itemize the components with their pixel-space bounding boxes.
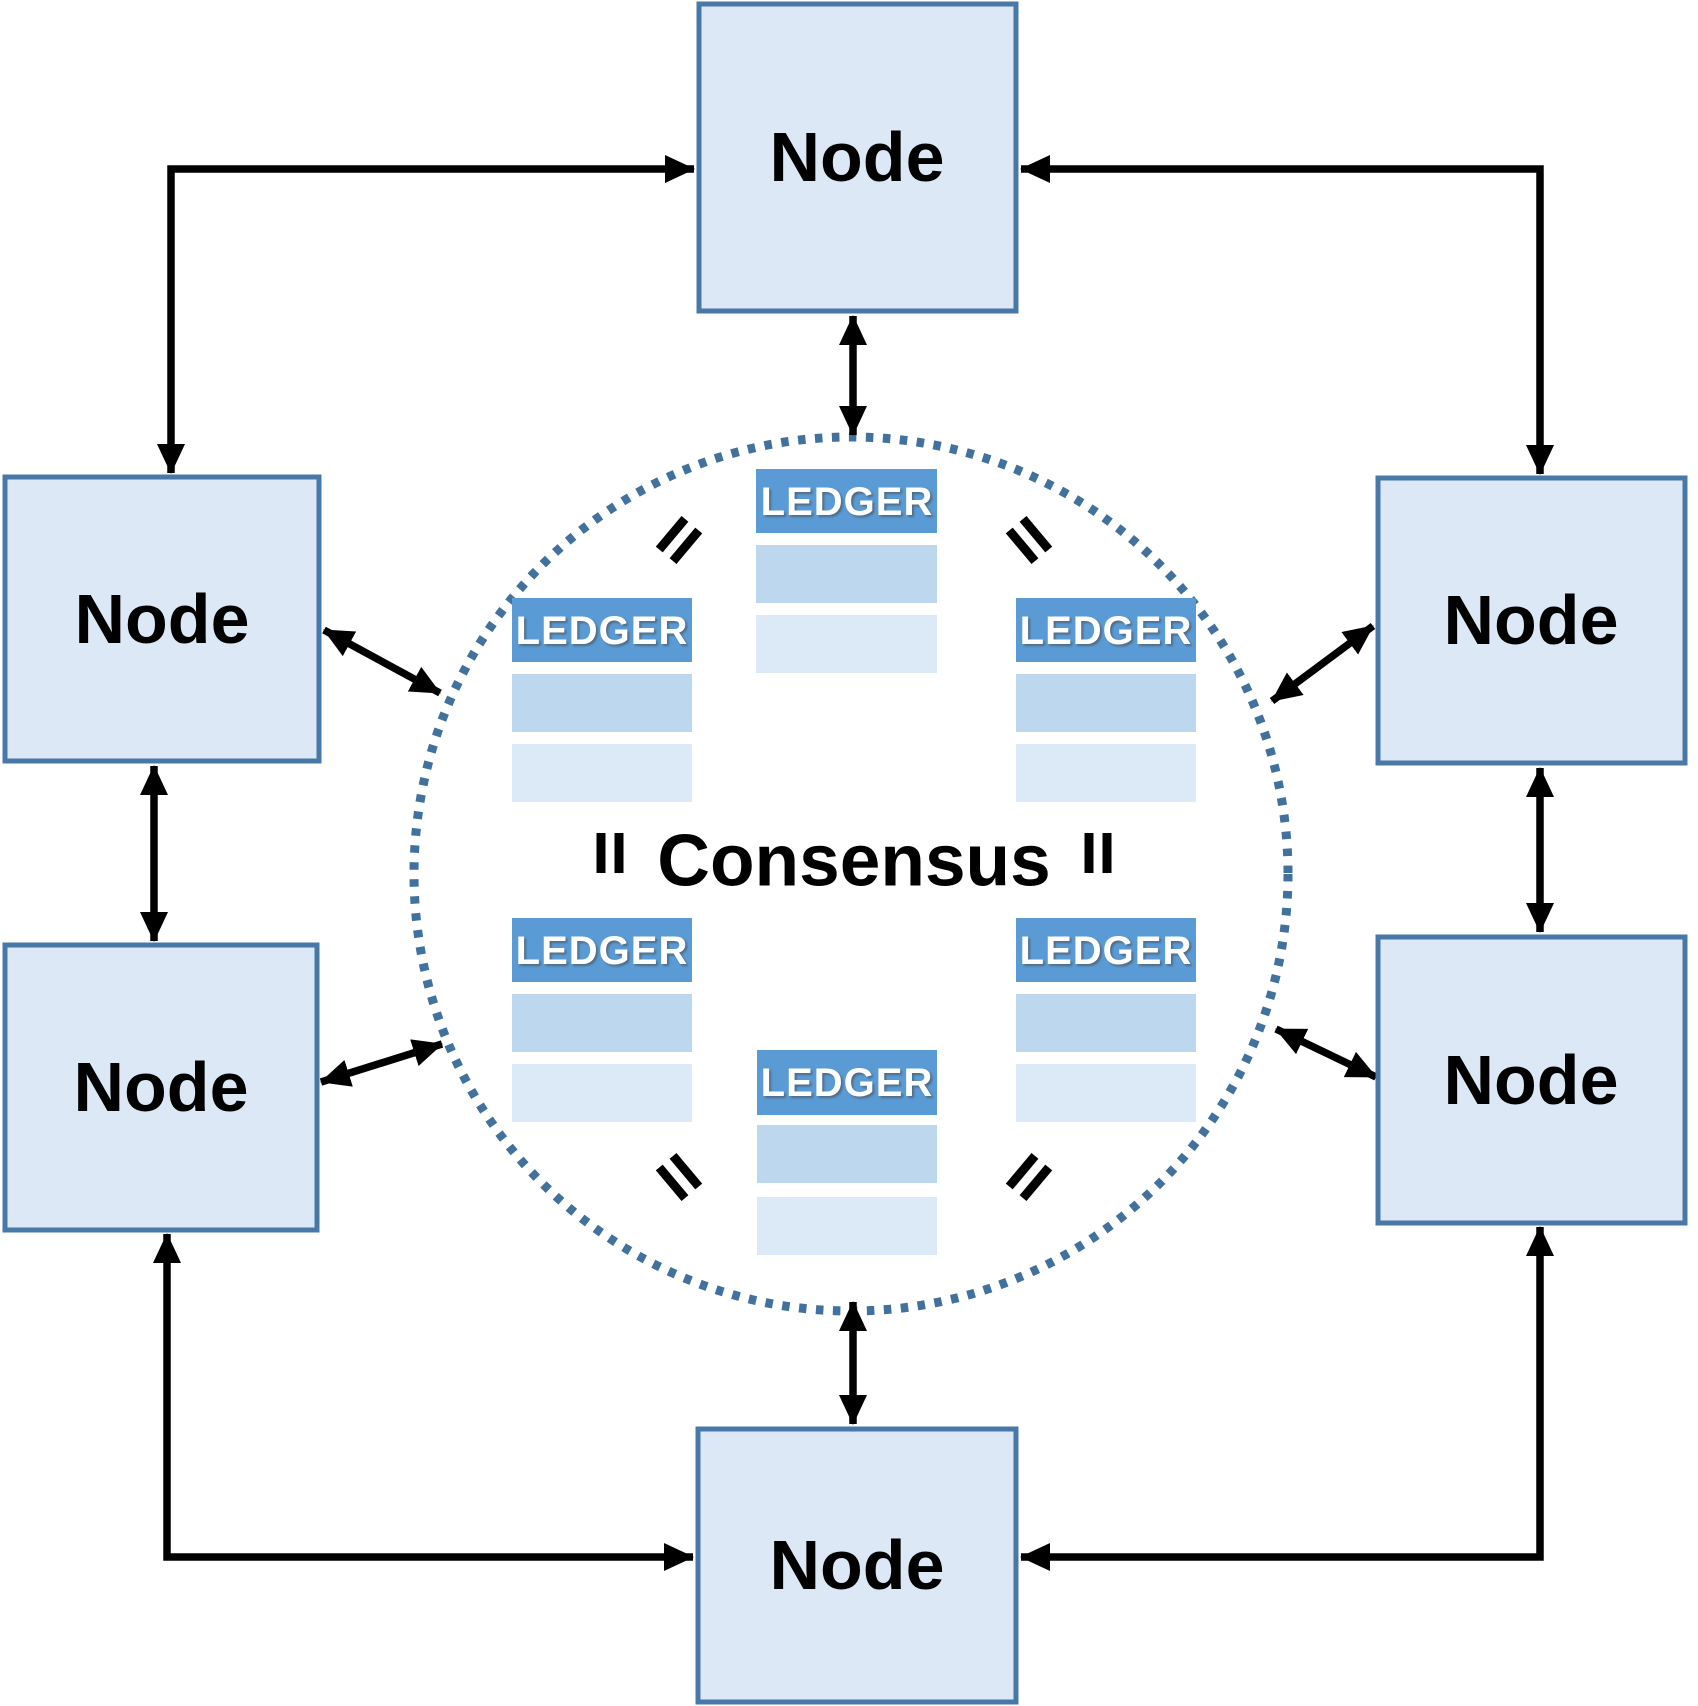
arrow-top-right-corner — [1020, 155, 1554, 475]
ledger-row — [756, 545, 937, 603]
ledger-row — [1016, 1064, 1196, 1122]
ledger-header — [756, 469, 937, 533]
ledger-table-left-upper: LEDGER — [512, 598, 692, 802]
ledger-table-left-lower: LEDGER — [512, 918, 692, 1122]
ledger-row — [756, 615, 937, 673]
node-right-lower: Node — [1375, 934, 1688, 1226]
ledger-table-right-upper: LEDGER — [1016, 598, 1196, 802]
node-box — [696, 1, 1019, 314]
arrow-top-left-corner — [157, 155, 695, 474]
node-box — [1375, 475, 1688, 766]
consensus-label: Consensus — [657, 821, 1050, 902]
ledger-header — [757, 1050, 937, 1115]
node-left-upper: Node — [2, 474, 322, 764]
ledger-table-top: LEDGER — [756, 469, 937, 673]
equals-icon — [1005, 1153, 1053, 1201]
node-box — [2, 474, 322, 764]
ledger-row — [1016, 994, 1196, 1052]
ledger-row — [757, 1197, 937, 1255]
ledger-table-bottom: LEDGER — [757, 1050, 937, 1255]
node-right-upper: Node — [1375, 475, 1688, 766]
arrow-left-lower-node-to-circle — [319, 1039, 444, 1087]
equals-icon — [596, 833, 624, 873]
ledger-label: LEDGER — [761, 480, 934, 524]
equals-icon — [1084, 833, 1112, 873]
ledger-header — [1016, 918, 1196, 982]
ledger-header — [1016, 598, 1196, 662]
ledger-row — [512, 674, 692, 732]
equals-icon — [1005, 516, 1053, 564]
arrow-left-upper-node-to-circle — [322, 626, 442, 697]
node-label: Node — [770, 118, 945, 196]
ledger-header — [512, 918, 692, 982]
arrow-bottom-right-corner — [1020, 1226, 1554, 1571]
arrow-bottom-left-corner — [153, 1233, 694, 1571]
ledger-label: LEDGER — [516, 929, 689, 973]
ledger-header — [512, 598, 692, 662]
ledger-row — [512, 744, 692, 802]
ledger-label: LEDGER — [516, 609, 689, 653]
node-box — [695, 1426, 1019, 1705]
node-label: Node — [74, 1048, 249, 1126]
ledger-label: LEDGER — [761, 1061, 934, 1105]
node-top: Node — [696, 1, 1019, 314]
ledger-row — [1016, 744, 1196, 802]
ledger-label: LEDGER — [1020, 609, 1193, 653]
arrow-right-upper-node-to-circle — [1269, 622, 1376, 705]
node-label: Node — [1444, 581, 1619, 659]
ledger-row — [757, 1125, 937, 1183]
node-box — [2, 942, 320, 1233]
equals-icon — [655, 516, 703, 564]
ledger-table-right-lower: LEDGER — [1016, 918, 1196, 1122]
ledger-label: LEDGER — [1020, 929, 1193, 973]
node-label: Node — [75, 580, 250, 658]
node-label: Node — [770, 1526, 945, 1604]
node-label: Node — [1444, 1041, 1619, 1119]
node-bottom: Node — [695, 1426, 1019, 1705]
node-left-lower: Node — [2, 942, 320, 1233]
node-box — [1375, 934, 1688, 1226]
ledger-row — [512, 1064, 692, 1122]
ledger-row — [1016, 674, 1196, 732]
ledger-row — [512, 994, 692, 1052]
equals-icon — [655, 1153, 703, 1201]
arrow-right-lower-node-to-circle — [1274, 1025, 1378, 1081]
